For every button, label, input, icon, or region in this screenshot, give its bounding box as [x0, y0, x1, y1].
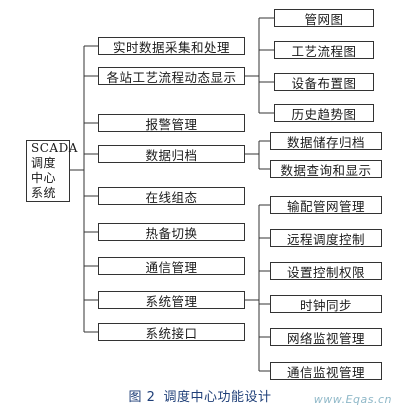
- root-line: SCADA: [31, 141, 78, 155]
- process-display-item: 工艺流程图: [274, 41, 374, 59]
- root-node-scada: SCADA 调度 中心 系统: [26, 140, 77, 202]
- figure-caption: 图 2 调度中心功能设计: [0, 386, 400, 405]
- function-node: 数据归档: [98, 145, 245, 163]
- function-node: 在线组态: [98, 187, 245, 205]
- system-mgmt-item: 通信监视管理: [270, 362, 382, 380]
- function-node: 热备切换: [98, 223, 245, 241]
- function-node: 系统管理: [98, 291, 245, 309]
- figure-title: 调度中心功能设计: [163, 390, 272, 405]
- function-node: 实时数据采集和处理: [98, 37, 245, 55]
- function-node: 系统接口: [98, 323, 245, 341]
- system-mgmt-item: 时钟同步: [270, 295, 382, 313]
- root-line: 调度: [31, 156, 57, 170]
- root-line: 系统: [31, 186, 57, 200]
- archive-item: 数据储存归档: [270, 132, 382, 150]
- function-node: 通信管理: [98, 257, 245, 275]
- function-node: 报警管理: [98, 114, 245, 132]
- archive-item: 数据查询和显示: [270, 160, 382, 178]
- system-mgmt-item: 网络监视管理: [270, 328, 382, 346]
- watermark: www.Eqas.cn: [313, 393, 392, 406]
- system-mgmt-item: 远程调度控制: [270, 229, 382, 247]
- process-display-item: 历史趋势图: [274, 104, 374, 122]
- system-mgmt-item: 输配管网管理: [270, 196, 382, 214]
- figure-number: 图 2: [128, 390, 156, 405]
- process-display-item: 管网图: [274, 9, 374, 27]
- system-mgmt-item: 设置控制权限: [270, 262, 382, 280]
- function-node: 各站工艺流程动态显示: [98, 67, 245, 85]
- root-line: 中心: [31, 171, 57, 185]
- process-display-item: 设备布置图: [274, 73, 374, 91]
